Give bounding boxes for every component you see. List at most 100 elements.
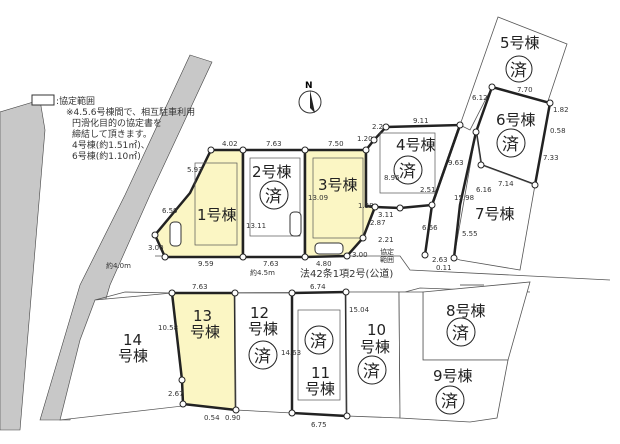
- svg-text:済: 済: [265, 187, 282, 207]
- building-4: [379, 132, 436, 194]
- building-11: [297, 309, 341, 401]
- dim-label: 2.51: [420, 186, 436, 194]
- lot-7-edge-2: [452, 131, 478, 259]
- dim-label: 2.26: [372, 123, 388, 131]
- left-diagonal-road: [39, 54, 213, 421]
- dimensions: 4.02 7.63 7.50 1.20 2.26 9.11 5.93 6.59 …: [106, 86, 569, 429]
- dim-label: 13.11: [246, 222, 266, 230]
- building-2: [249, 157, 301, 237]
- dim-label: 7.70: [517, 86, 533, 94]
- dim-label: 15.98: [454, 194, 474, 202]
- dim-label: 6.59: [162, 207, 178, 215]
- svg-text:済: 済: [363, 362, 380, 382]
- sold-mark-4: 済: [393, 155, 423, 185]
- legend-line: 6号棟(約1.10㎡): [72, 150, 141, 162]
- sold-mark-8: 済: [446, 317, 476, 347]
- dim-label: 1.38: [358, 202, 374, 210]
- dim-label: 7.50: [328, 140, 344, 148]
- lot-5-label: 5号棟: [500, 34, 540, 52]
- dim-label: 3.11: [378, 211, 394, 219]
- sold-mark-5: 済: [505, 55, 533, 83]
- lot-9-label: 9号棟: [433, 367, 473, 385]
- lot-11-label: 号棟: [305, 380, 335, 398]
- dim-label: 13.09: [308, 194, 328, 202]
- lot-6-label: 6号棟: [496, 111, 536, 129]
- north-compass-icon: N: [298, 81, 322, 114]
- dim-label: 1.82: [553, 106, 569, 114]
- lot-7-label: 7号棟: [475, 205, 515, 223]
- lot-14-label: 号棟: [118, 347, 148, 365]
- lot-3-label: 3号棟: [318, 176, 358, 194]
- legend-swatch: [31, 94, 55, 106]
- legend-line: 円滑化目的の協定書を: [72, 117, 162, 129]
- lot-8: [422, 281, 531, 361]
- dim-label: 15.04: [349, 306, 370, 314]
- dim-label: 5.93: [187, 166, 203, 174]
- lot-12-label: 号棟: [248, 320, 278, 338]
- sold-mark-6: 済: [496, 128, 526, 158]
- lot-2-label: 2号棟: [252, 163, 292, 181]
- dim-label: 6.75: [311, 421, 327, 429]
- legend-line: 4号棟(約1.51㎡)、: [72, 139, 150, 151]
- agreement-label: 協定: [380, 247, 394, 256]
- dim-label: 8.96: [384, 174, 400, 182]
- legend-line: ※4.5.6号棟間で、相互駐車利用: [66, 106, 195, 118]
- dim-label: 4.02: [222, 140, 238, 148]
- lot-1-label: 1号棟: [197, 206, 237, 224]
- lot-10-number: 10: [367, 321, 386, 339]
- sold-mark-12: 済: [248, 340, 278, 370]
- dim-label: 1.20: [357, 135, 373, 143]
- dim-label: 0.90: [225, 414, 241, 422]
- car-1: [169, 221, 182, 247]
- svg-text:済: 済: [452, 324, 469, 344]
- dim-label: 2.67: [168, 390, 184, 398]
- dim-label: 3.00: [352, 251, 368, 259]
- dim-label: 2.87: [370, 219, 386, 227]
- dim-label: 14.63: [281, 349, 301, 357]
- sold-mark-2: 済: [259, 180, 289, 210]
- car-3: [314, 242, 344, 255]
- dim-label: 2.21: [378, 236, 394, 244]
- dim-label: 7.63: [266, 140, 282, 148]
- svg-text:済: 済: [254, 347, 271, 367]
- lot-12-number: 12: [250, 304, 269, 322]
- lot-13-number: 13: [193, 307, 212, 325]
- legend-title: :協定範囲: [56, 95, 95, 107]
- lot-4-label: 4号棟: [396, 136, 436, 154]
- svg-text:済: 済: [441, 392, 458, 412]
- agreement-label: 範囲: [380, 255, 394, 264]
- road-edge-lower: [94, 287, 531, 301]
- dim-label: 7.33: [543, 154, 559, 162]
- svg-text:済: 済: [510, 61, 527, 81]
- dim-label: 7.63: [192, 283, 208, 291]
- corner-markers: [151, 83, 554, 420]
- dim-label: 10.58: [158, 324, 178, 332]
- lot-8-label: 8号棟: [446, 302, 486, 320]
- dim-label: 0.11: [436, 264, 452, 272]
- lot-11-number: 11: [311, 364, 330, 382]
- lot-13: [170, 291, 238, 412]
- dim-label: 9.63: [448, 159, 464, 167]
- dim-label: 6.12: [472, 94, 488, 102]
- sold-mark-9: 済: [435, 385, 465, 415]
- car-2: [289, 211, 302, 237]
- lot-10-label: 号棟: [360, 338, 390, 356]
- dim-label: 0.58: [550, 127, 566, 135]
- lot-13-label: 号棟: [190, 323, 220, 341]
- dim-label: 3.00: [148, 244, 164, 252]
- compass-label: N: [305, 81, 313, 91]
- road-label: 法42条1項2号(公道): [300, 267, 393, 280]
- dim-label: 6.16: [476, 186, 492, 194]
- dim-label: 5.55: [462, 230, 478, 238]
- sold-mark-11: 済: [304, 325, 334, 355]
- dim-label: 約4.0m: [106, 261, 131, 270]
- svg-text:済: 済: [502, 135, 519, 155]
- dim-label: 4.80: [316, 260, 332, 268]
- legend-line: 締結して頂きます。: [72, 128, 152, 140]
- dim-label: 約4.5m: [250, 268, 275, 277]
- dim-label: 7.14: [498, 180, 514, 188]
- dim-label: 6.66: [422, 224, 438, 232]
- left-road: [0, 99, 46, 431]
- dim-label: 6.74: [310, 283, 326, 291]
- dim-label: 7.63: [263, 260, 279, 268]
